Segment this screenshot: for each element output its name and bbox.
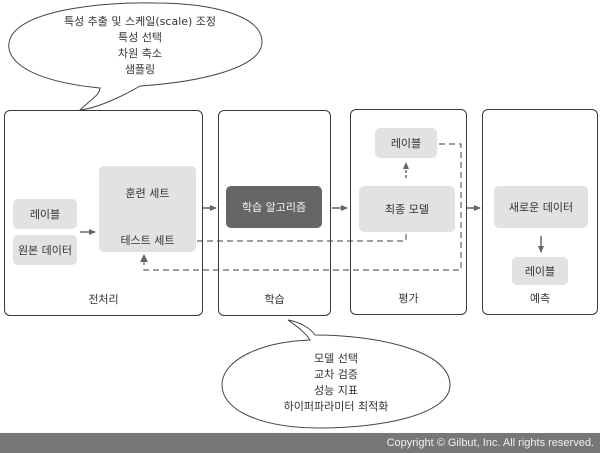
panel-label: 예측 bbox=[529, 292, 551, 305]
panel-label: 전처리 bbox=[88, 293, 119, 306]
raw-data-box: 원본 데이터 bbox=[13, 235, 77, 265]
note-line: 특성 추출 및 스케일(scale) 조정 bbox=[63, 15, 217, 28]
dashed-test-to-model bbox=[197, 233, 407, 242]
copyright-text: Copyright © Gilbut, Inc. All rights rese… bbox=[386, 437, 594, 449]
final-model-box: 최종 모델 bbox=[359, 186, 455, 232]
note-line: 특성 선택 bbox=[118, 31, 162, 44]
arrowhead-test-set bbox=[140, 254, 148, 262]
note-line: 모델 선택 bbox=[314, 352, 358, 365]
train-test-split-box: 훈련 세트 테스트 세트 bbox=[99, 166, 196, 252]
evaluation-label-box: 레이블 bbox=[375, 128, 437, 158]
note-line: 샘플링 bbox=[124, 63, 156, 76]
panel-learning: 학습 bbox=[218, 110, 331, 316]
bottom-speech-bubble bbox=[221, 319, 451, 429]
panel-label: 평가 bbox=[398, 292, 419, 305]
test-set-label: 테스트 세트 bbox=[120, 234, 175, 247]
panel-evaluation: 평가 bbox=[350, 109, 467, 315]
top-speech-bubble bbox=[8, 2, 263, 111]
preprocessing-notes: 특성 추출 및 스케일(scale) 조정 특성 선택 차원 축소 샘플링 bbox=[40, 14, 240, 78]
panel-preprocessing: 전처리 bbox=[4, 110, 203, 316]
note-line: 성능 지표 bbox=[314, 384, 358, 397]
dashed-label-to-test bbox=[143, 143, 462, 271]
note-line: 하이퍼파라미터 최적화 bbox=[283, 400, 389, 413]
panel-prediction: 예측 bbox=[482, 109, 598, 315]
note-line: 차원 축소 bbox=[118, 47, 162, 60]
label-box: 레이블 bbox=[13, 199, 77, 229]
prediction-label-box: 레이블 bbox=[512, 257, 568, 285]
learning-notes: 모델 선택 교차 검증 성능 지표 하이퍼파라미터 최적화 bbox=[236, 351, 436, 415]
copyright-footer: Copyright © Gilbut, Inc. All rights rese… bbox=[0, 433, 600, 453]
note-line: 교차 검증 bbox=[314, 368, 358, 381]
training-set-label: 훈련 세트 bbox=[125, 187, 170, 200]
new-data-box: 새로운 데이터 bbox=[494, 186, 588, 228]
learning-algorithm-box: 학습 알고리즘 bbox=[226, 186, 322, 228]
panel-label: 학습 bbox=[264, 293, 285, 306]
